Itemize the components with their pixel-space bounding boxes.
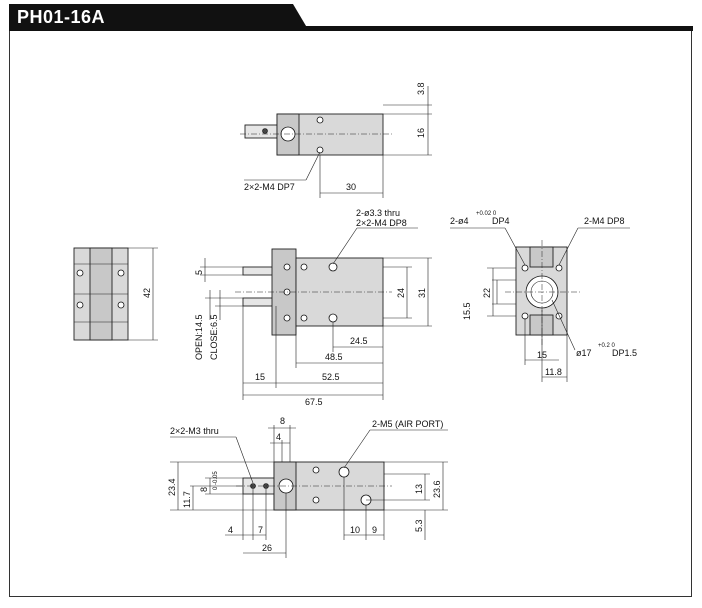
note-port: 2-M5 (AIR PORT) [372,419,443,429]
dim-5-3: 5.3 [414,519,424,532]
front-view-hole [300,314,308,322]
bottom-view: 2×2-M3 thru 2-M5 (AIR PORT) 8 4 23.4 11.… [167,416,448,558]
dim-8-top: 8 [280,416,285,426]
dim-9: 9 [372,525,377,535]
note-pin: 2-ø4 [450,216,469,226]
side-view: 42 [73,247,158,341]
note-bore-tol: +0.2 0 [598,343,616,349]
dim-42: 42 [142,288,152,298]
note-pin-dp: DP4 [492,216,510,226]
dim-11-7: 11.7 [182,491,192,508]
front-view: 2-ø3.3 thru 2×2-M4 DP8 24 31 5 OPEN:14.5… [194,208,432,407]
dim-10: 10 [350,525,360,535]
dim-5: 5 [194,270,204,275]
dim-4-top: 4 [276,432,281,442]
top-view-jaw-hole [262,128,268,134]
top-view: 3.8 16 30 2×2-M4 DP7 [240,82,432,198]
side-view-hole [76,269,84,277]
front-view-finger-bottom [242,297,277,307]
end-view: 2-ø4 +0.02 0 DP4 2-M4 DP8 22 15.5 15 11.… [450,211,637,382]
dim-15-5: 15.5 [462,302,472,320]
dim-31: 31 [417,288,427,298]
end-view-tap [555,312,563,320]
side-view-hole [76,301,84,309]
dim-4: 4 [228,525,233,535]
dim-67-5: 67.5 [305,397,323,407]
side-view-hole [117,269,125,277]
front-view-hole [300,263,308,271]
note-thru: 2-ø3.3 thru [356,208,400,218]
dim-23-6: 23.6 [432,480,442,498]
note-bore-dp: DP1.5 [612,348,637,358]
top-view-mount-hole [316,146,324,154]
dim-16: 16 [416,128,426,138]
note-pin-tol: +0.02 0 [476,211,497,217]
front-view-tap [328,313,338,323]
end-dim-15: 15 [537,350,547,360]
top-view-jaw [244,124,278,139]
side-view-hole [117,301,125,309]
end-view-pin [521,264,529,272]
dim-8-tol: 0 -0.05 [213,471,219,490]
bottom-view-hole [312,496,320,504]
dim-23-4: 23.4 [167,478,177,496]
dim-close: CLOSE:6.5 [209,314,219,360]
page-title-text: PH01-16A [17,7,106,27]
note-mount: 2×2-M4 DP7 [244,182,295,192]
dim-24-5: 24.5 [350,336,368,346]
dim-8: 8 [199,487,209,492]
bottom-view-hole [312,466,320,474]
note-bottom-thru: 2×2-M3 thru [170,426,219,436]
note-bore: ø17 [576,348,592,358]
note-tap: 2×2-M4 DP8 [356,218,407,228]
end-view-jaw-bottom [529,314,554,336]
dim-26: 26 [262,543,272,553]
front-view-tap [328,262,338,272]
dim-48-5: 48.5 [325,352,343,362]
dim-3-8: 3.8 [416,82,426,95]
front-view-hole [283,263,291,271]
end-view-tap [555,264,563,272]
bottom-view-air-port [338,466,350,478]
dim-24: 24 [396,288,406,298]
header-rule [9,26,693,31]
dim-30: 30 [346,182,356,192]
drawing-frame [9,31,692,597]
front-view-finger-top [242,266,277,276]
top-view-mount-hole [316,116,324,124]
dim-open: OPEN:14.5 [194,314,204,360]
dim-13: 13 [414,484,424,494]
dim-22: 22 [482,288,492,298]
dim-11-8: 11.8 [545,367,562,377]
dim-15: 15 [255,372,265,382]
dim-52-5: 52.5 [322,372,340,382]
front-view-hole [283,314,291,322]
dim-7: 7 [258,525,263,535]
end-view-jaw-top [529,246,554,268]
note-end-tap: 2-M4 DP8 [584,216,625,226]
